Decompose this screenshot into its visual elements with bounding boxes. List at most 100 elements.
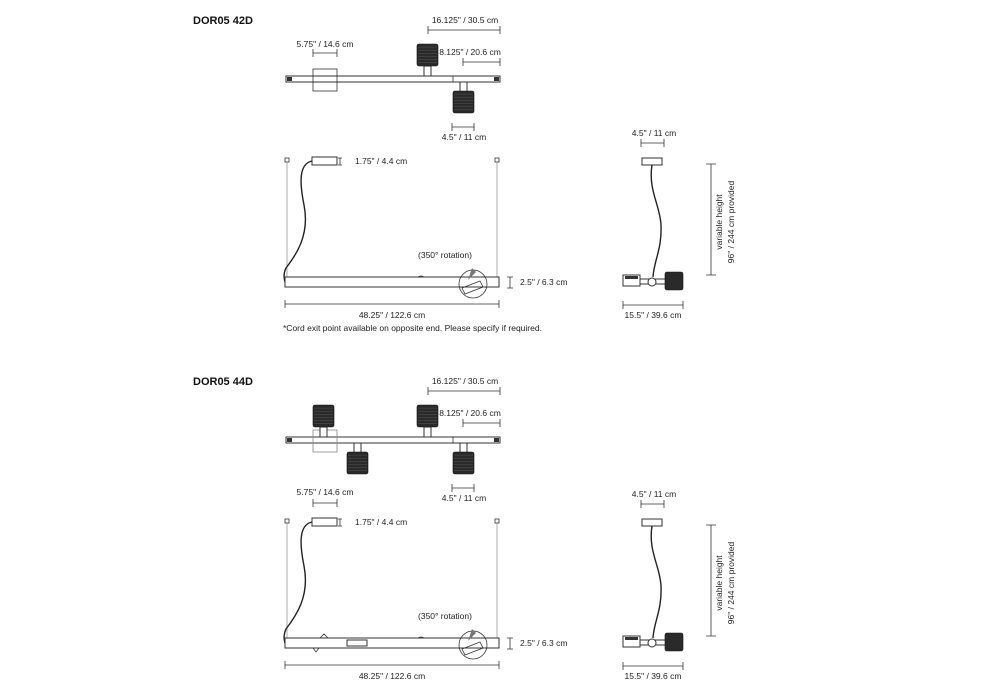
spot-stem xyxy=(353,442,362,454)
end-cap-right xyxy=(494,77,499,81)
side-cord xyxy=(650,164,662,278)
rotation-chevrons xyxy=(312,633,329,653)
front-view: 1.75" / 4.4 cm (350° rotation) 2.5" / 6.3 … xyxy=(283,156,567,333)
dim-variable-height xyxy=(706,163,716,276)
bar-notch xyxy=(417,636,425,639)
rotation-label: (350° rotation) xyxy=(418,611,472,621)
spot-head xyxy=(416,404,439,428)
side-canopy xyxy=(641,518,663,527)
dim-canopy-width-label: 5.75" / 14.6 cm xyxy=(297,39,354,49)
variable-height-label: variable height xyxy=(714,555,724,611)
dim-length xyxy=(284,661,500,669)
dim-top-width xyxy=(427,26,501,34)
side-pivot xyxy=(647,277,657,287)
model-title: DOR05 44D xyxy=(193,376,253,388)
dim-top-width-label: 16.125" / 30.5 cm xyxy=(432,15,498,25)
bar-notch xyxy=(417,275,425,278)
provided-length-label: 96" / 244 cm provided xyxy=(726,181,736,264)
dim-side-width-label: 15.5" / 39.6 cm xyxy=(625,671,682,681)
ceiling-hook-right xyxy=(494,518,500,524)
dim-spot-width-label: 4.5" / 11 cm xyxy=(442,132,486,142)
dim-spot-offset-label: 8.125" / 20.6 cm xyxy=(439,408,501,418)
ceiling-hook-left xyxy=(284,157,290,163)
model-title: DOR05 42D xyxy=(193,15,253,27)
spot-head xyxy=(346,451,369,475)
light-bar xyxy=(284,637,500,649)
dim-canopy-width-label: 5.75" / 14.6 cm xyxy=(297,487,354,497)
dim-side-width xyxy=(622,662,684,670)
spot-head xyxy=(452,451,475,475)
dim-side-width xyxy=(622,301,684,309)
dim-side-canopy xyxy=(640,500,665,508)
side-spot-right xyxy=(664,271,684,291)
rotated-spot xyxy=(461,280,484,295)
canopy-on-bar xyxy=(346,639,368,647)
top-view: 16.125" / 30.5 cm 8.125" / 20.6 cm 4.5" / … xyxy=(285,376,501,507)
dim-canopy-height xyxy=(338,157,342,166)
product-section-1: DOR05 42D 16.125" / 30.5 cm 5.75" / 14.6 c… xyxy=(193,15,736,333)
end-cap-right xyxy=(494,438,499,442)
spot-head xyxy=(452,90,475,114)
dim-canopy-height xyxy=(338,518,342,527)
ceiling-hook-left xyxy=(284,518,290,524)
dim-top-width-label: 16.125" / 30.5 cm xyxy=(432,376,498,386)
dim-side-width-label: 15.5" / 39.6 cm xyxy=(625,310,682,320)
spot-head-1 xyxy=(312,404,335,428)
spot-stem xyxy=(423,65,432,77)
dim-canopy-width xyxy=(312,49,338,57)
dim-variable-height xyxy=(706,524,716,637)
dim-top-width xyxy=(427,387,501,395)
dim-length-label: 48.25" / 122.6 cm xyxy=(359,671,425,681)
end-cap-left xyxy=(287,77,292,81)
spot-head xyxy=(416,43,439,67)
dim-length xyxy=(284,300,500,308)
dim-spot-width-label: 4.5" / 11 cm xyxy=(442,493,486,503)
spot-head-3 xyxy=(346,451,369,475)
side-cord xyxy=(650,525,662,639)
dim-bar-height-label: 2.5" / 6.3 cm xyxy=(520,638,567,648)
power-cord xyxy=(283,160,313,286)
end-cap-left xyxy=(287,438,292,442)
power-cord xyxy=(283,521,313,647)
dim-canopy-height-label: 1.75" / 4.4 cm xyxy=(355,156,407,166)
dim-spot-width xyxy=(451,123,475,131)
spot-head xyxy=(312,404,335,428)
side-spot-left-fins xyxy=(625,276,638,279)
spot-stem xyxy=(459,442,468,454)
provided-length-label: 96" / 244 cm provided xyxy=(726,542,736,625)
rotation-arrow-icon xyxy=(468,629,476,641)
dim-canopy-width xyxy=(312,499,338,507)
dim-bar-height xyxy=(507,276,513,289)
track-bar xyxy=(285,75,501,83)
dim-side-canopy xyxy=(640,139,665,147)
ceiling-hook-right xyxy=(494,157,500,163)
dim-bar-height xyxy=(507,637,513,650)
dim-spot-width xyxy=(451,484,475,492)
spot-head-4 xyxy=(452,451,475,475)
track-bar xyxy=(285,436,501,444)
front-view: 1.75" / 4.4 cm (350° rotation) 2.5" / 6.3 … xyxy=(283,517,567,681)
spot-stem xyxy=(459,81,468,93)
dim-side-canopy-label: 4.5" / 11 cm xyxy=(632,128,676,138)
footnote: *Cord exit point available on opposite e… xyxy=(283,323,542,333)
dim-spot-offset xyxy=(462,58,501,66)
spot-head-2 xyxy=(416,404,439,428)
rotation-label: (350° rotation) xyxy=(418,250,472,260)
side-pivot xyxy=(647,638,657,648)
dim-spot-offset xyxy=(462,419,501,427)
spot-head-1 xyxy=(416,43,439,67)
light-bar xyxy=(284,276,500,288)
dim-canopy-height-label: 1.75" / 4.4 cm xyxy=(355,517,407,527)
dim-bar-height-label: 2.5" / 6.3 cm xyxy=(520,277,567,287)
rotation-arrow-icon xyxy=(468,268,476,280)
rotated-spot xyxy=(461,641,484,656)
side-canopy xyxy=(641,157,663,166)
canopy xyxy=(311,156,338,166)
side-spot-right xyxy=(664,632,684,652)
top-view: 16.125" / 30.5 cm5.75" / 14.6 cm8.125" /… xyxy=(285,15,501,142)
canopy xyxy=(311,517,338,527)
side-spot-left-fins xyxy=(625,637,638,640)
